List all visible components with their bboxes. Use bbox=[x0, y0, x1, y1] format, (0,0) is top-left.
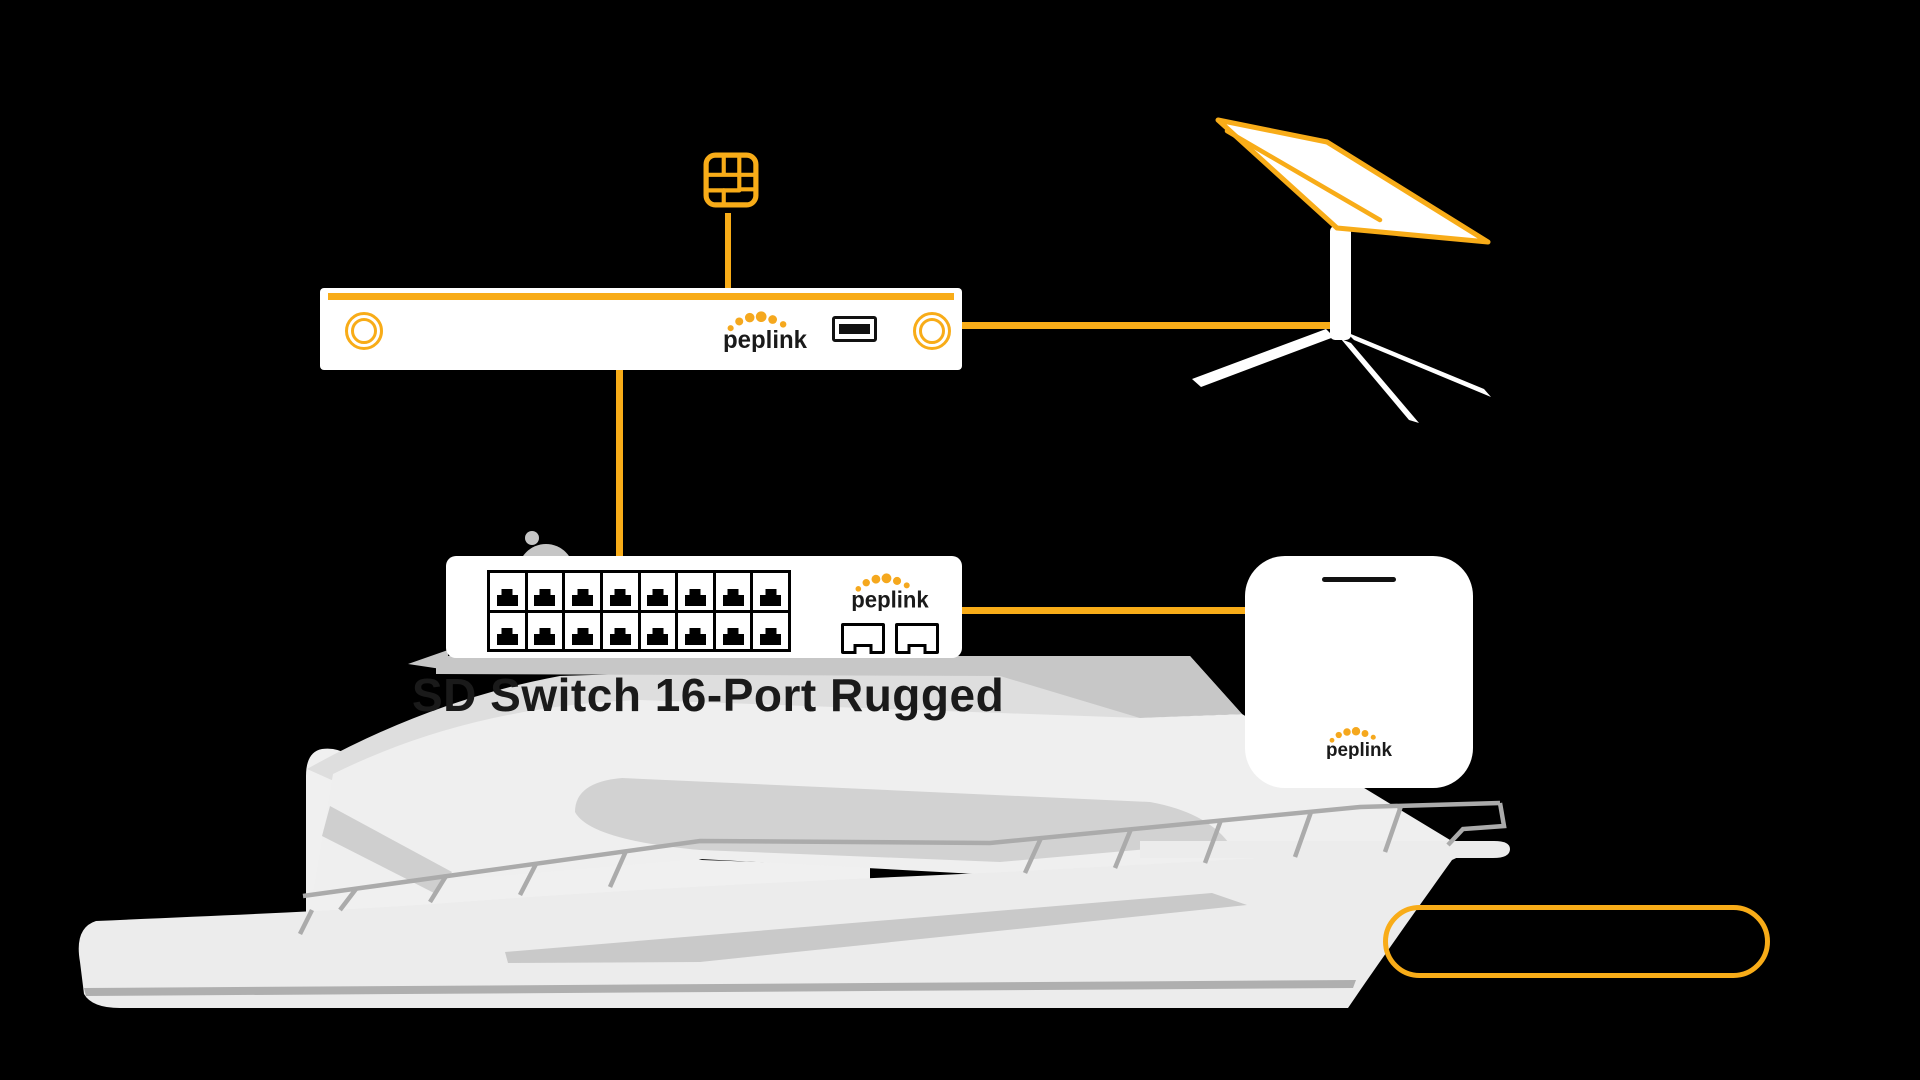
ethernet-port-grid bbox=[487, 570, 791, 652]
ethernet-port bbox=[527, 612, 563, 649]
line-router-to-switch bbox=[616, 368, 623, 558]
peplink-logo: peplink bbox=[723, 311, 807, 352]
router-antenna-port-left-inner bbox=[351, 318, 377, 344]
peplink-logo-dots bbox=[1329, 727, 1376, 743]
connection-lines bbox=[616, 213, 1332, 614]
switch-label: SD Switch 16-Port Rugged bbox=[412, 669, 1005, 721]
sfp-port-icon bbox=[841, 623, 885, 654]
peplink-wordmark: peplink bbox=[851, 586, 929, 611]
peplink-wordmark: peplink bbox=[723, 327, 807, 352]
coverage-highlight-pill bbox=[1383, 905, 1770, 978]
peplink-wordmark: peplink bbox=[1326, 739, 1392, 759]
ethernet-port bbox=[565, 573, 600, 610]
usb-port-icon bbox=[832, 316, 877, 342]
line-sim-to-router bbox=[725, 213, 731, 290]
boat-illustration bbox=[78, 531, 1510, 1008]
router-accent-stripe bbox=[328, 293, 954, 300]
router-device: peplink bbox=[320, 288, 962, 370]
ethernet-port bbox=[678, 573, 713, 610]
ethernet-port bbox=[678, 612, 713, 649]
router-antenna-port-right-inner bbox=[919, 318, 945, 344]
peplink-logo-dots bbox=[855, 573, 910, 592]
boat-railing bbox=[297, 800, 1507, 936]
peplink-logo: peplink bbox=[851, 573, 929, 611]
sim-card-icon bbox=[703, 152, 759, 208]
switch-device: peplink bbox=[446, 556, 962, 658]
ethernet-port bbox=[602, 573, 638, 610]
ethernet-port bbox=[640, 612, 676, 649]
peplink-logo-dots bbox=[727, 311, 787, 332]
ethernet-port bbox=[753, 573, 788, 610]
access-point-device: peplink bbox=[1245, 556, 1473, 788]
router-antenna-port-right-icon bbox=[913, 312, 951, 350]
ethernet-port bbox=[640, 573, 676, 610]
ethernet-port bbox=[602, 612, 638, 649]
peplink-logo: peplink bbox=[1326, 727, 1392, 759]
ethernet-port bbox=[490, 612, 525, 649]
ethernet-port bbox=[565, 612, 600, 649]
ethernet-port bbox=[527, 573, 563, 610]
ethernet-port bbox=[490, 573, 525, 610]
router-antenna-port-left-icon bbox=[345, 312, 383, 350]
access-point-slot bbox=[1322, 577, 1396, 582]
line-switch-to-ap bbox=[960, 607, 1247, 614]
sfp-port-icon bbox=[895, 623, 939, 654]
ethernet-port bbox=[715, 573, 751, 610]
satellite-dish-icon bbox=[1192, 117, 1491, 423]
ethernet-port bbox=[753, 612, 788, 649]
ethernet-port bbox=[715, 612, 751, 649]
line-router-to-dish bbox=[960, 322, 1332, 329]
